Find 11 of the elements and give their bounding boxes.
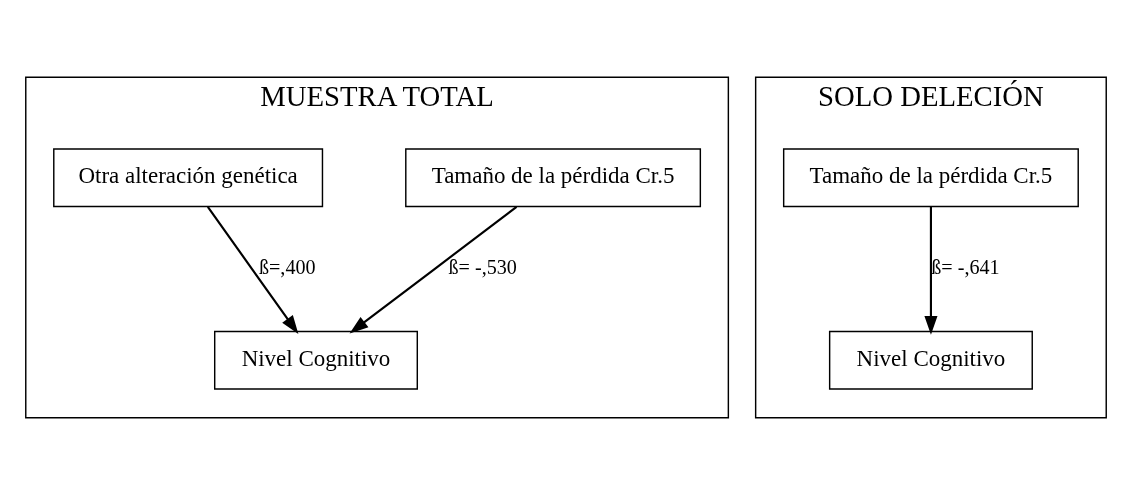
edge-label: ß= -,641: [931, 256, 1000, 279]
edge-label: ß= -,530: [448, 256, 517, 279]
arrow: [924, 206, 938, 335]
node-box: Tamaño de la pérdida Cr.5: [782, 148, 1079, 208]
node-box: Nivel Cognitivo: [828, 330, 1033, 390]
node-box: Tamaño de la pérdida Cr.5: [405, 148, 702, 208]
arrow: [349, 206, 518, 334]
edge-label: ß=,400: [258, 256, 316, 279]
node-box: Nivel Cognitivo: [214, 330, 418, 390]
node-box: Otra alteración genética: [53, 148, 324, 208]
arrow: [206, 206, 299, 335]
